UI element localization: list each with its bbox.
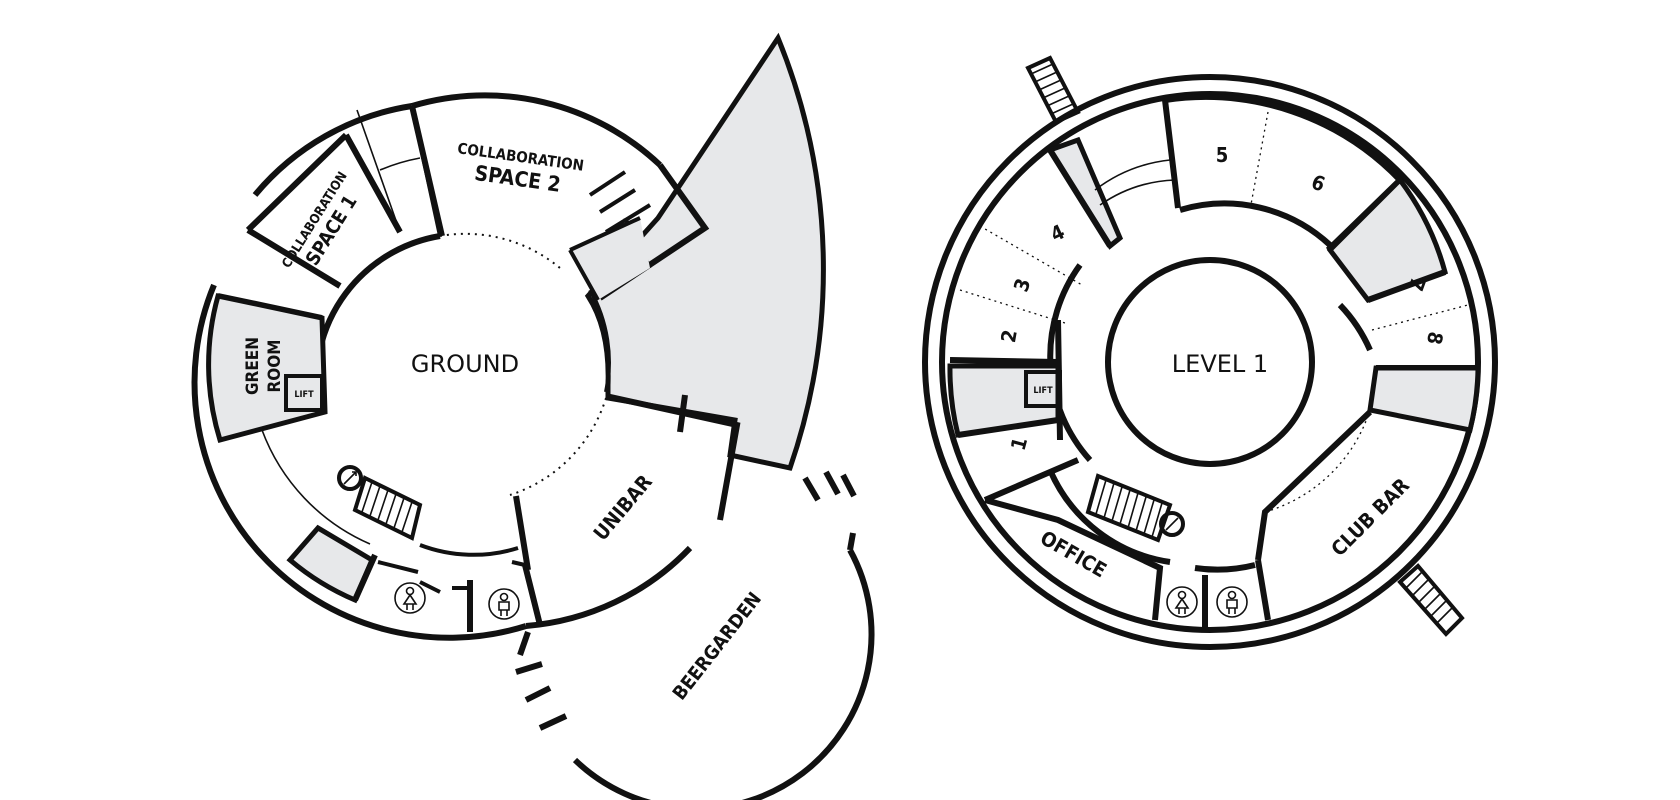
room-8-label: 8 (1422, 330, 1448, 347)
level1-corridor-arc-sw (1047, 468, 1171, 565)
stairs-icon (337, 465, 423, 541)
beergarden-label: BEERGARDEN (669, 588, 766, 704)
office-walls (984, 409, 1373, 630)
ground-outer-wall (411, 92, 663, 168)
green-room-label-line1: GREEN (243, 337, 263, 395)
room-2-label: 2 (996, 328, 1022, 345)
room-5-label: 5 (1216, 143, 1229, 167)
ground-outer-wall-se (525, 545, 693, 629)
room-1-walls (957, 417, 1080, 503)
level1-corridor-arc-s (1194, 562, 1256, 573)
ground-south-corridor-wall (419, 543, 519, 557)
ground-level-label: GROUND (411, 350, 519, 378)
level1-void-e (1367, 365, 1481, 433)
rooms-5-6-walls (1162, 93, 1405, 253)
beergarden-gate-marks (515, 470, 857, 731)
ground-atrium-open-edge-se (509, 397, 607, 496)
stairs-icon (1085, 473, 1185, 543)
beergarden-boundary (572, 532, 875, 800)
ground-toilet-block (352, 553, 543, 632)
level1-lift (1024, 370, 1062, 408)
toilet-male-icon (488, 588, 520, 620)
ground-outer-wall-sw (191, 283, 527, 641)
toilet-female-icon (1166, 586, 1198, 618)
room-1-label: 1 (1006, 435, 1032, 453)
collab-space-2-doorway (588, 170, 652, 269)
level1-west-shaded-room (947, 363, 1061, 438)
green-room (206, 293, 328, 444)
level1-corridor-arc-e (1337, 302, 1373, 352)
level1-corridor-arc-n (1179, 200, 1333, 248)
toilet-male-icon (1216, 586, 1248, 618)
level1-clubbar-open-edge (1264, 409, 1371, 513)
external-stairs-icon (1397, 563, 1465, 637)
ground-atrium-east-wall (588, 289, 611, 393)
ground-lift-label: LIFT (294, 390, 314, 400)
level1-void-ne (1326, 176, 1449, 303)
room-3-label: 3 (1009, 275, 1036, 294)
ground-sw-store (286, 524, 376, 604)
level1-lift-label: LIFT (1033, 386, 1053, 396)
ground-floor-plan (191, 32, 875, 800)
external-stairs-icon (1025, 55, 1081, 125)
ground-lift (284, 374, 324, 412)
level1-stair-curve (1094, 159, 1176, 206)
room-6-label: 6 (1308, 170, 1328, 197)
ground-atrium-open-edge (439, 232, 561, 269)
ground-outdoor-deck (584, 32, 826, 471)
unibar-label: UNIBAR (588, 470, 657, 545)
level1-atrium-wall (1105, 257, 1315, 467)
room-4-label: 4 (1047, 219, 1069, 246)
level-1-plan (922, 55, 1498, 650)
ground-atrium-wall (313, 233, 441, 416)
ground-sw-corridor (261, 429, 371, 545)
collab-space-1-walls (245, 132, 403, 289)
collab-space-1-corridor-line (356, 109, 421, 233)
green-room-label-line2: ROOM (265, 339, 285, 392)
level1-outer-wall (922, 74, 1498, 650)
level1-level-label: LEVEL 1 (1172, 350, 1268, 378)
ground-outer-wall-w (252, 103, 413, 197)
toilet-female-icon (394, 582, 426, 614)
unibar-walls (513, 393, 741, 571)
